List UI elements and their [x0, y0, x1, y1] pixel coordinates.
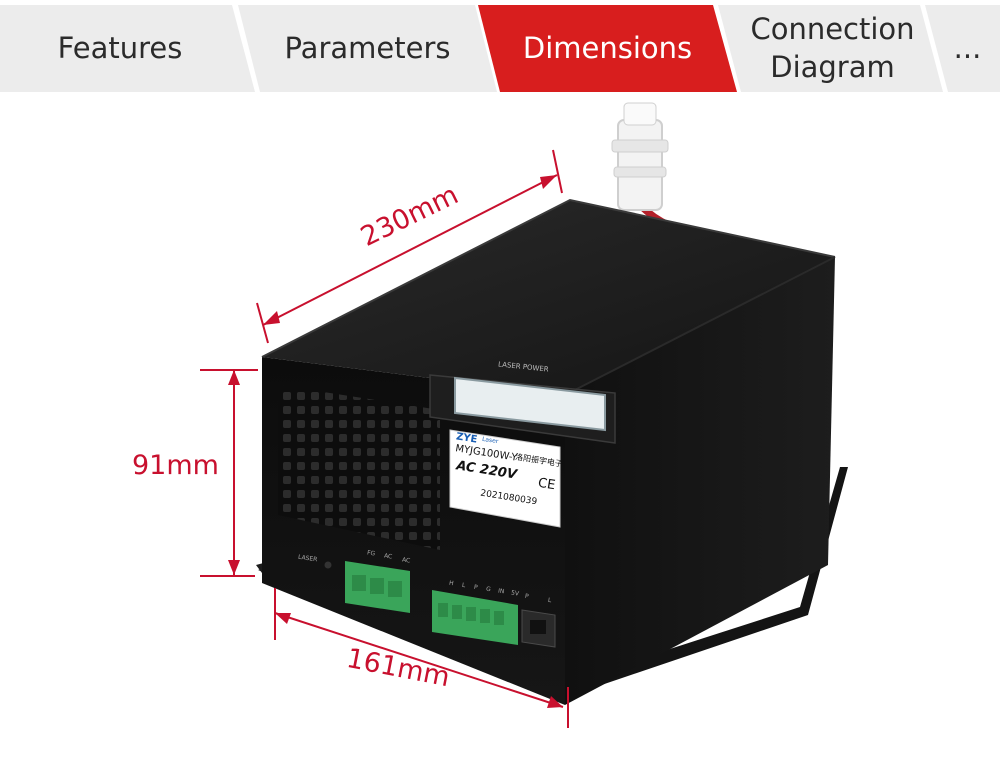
terminal-label-g: G: [485, 585, 492, 594]
tab-parameters-bg[interactable]: [238, 5, 497, 92]
port-label-p: P: [524, 592, 530, 601]
tab-dimensions-bg[interactable]: [478, 5, 737, 92]
ce-mark: CE: [536, 475, 557, 494]
dimension-lines: [200, 149, 569, 728]
terminal-label-fg: FG: [366, 549, 376, 558]
tab-connection-bg[interactable]: [718, 5, 943, 92]
power-supply-illustration: [200, 102, 848, 728]
dimension-height-label: 91mm: [132, 450, 219, 481]
tab-features-bg[interactable]: [0, 5, 255, 92]
terminal-label-in: IN: [497, 587, 505, 596]
terminal-block-signal: [432, 590, 518, 645]
tab-bar: Features Parameters Dimensions Connectio…: [0, 0, 1000, 95]
tab-features[interactable]: Features: [57, 30, 183, 65]
lcd-screen: [454, 376, 606, 432]
product-image: 230mm 91mm 161mm LASER POWER ZYE Laser M…: [0, 95, 1000, 765]
tab-more[interactable]: ...: [953, 30, 982, 65]
rj45-port: [521, 609, 556, 648]
product-label: [449, 429, 561, 528]
tab-more-bg[interactable]: [925, 5, 1000, 92]
terminal-block-ac: [345, 561, 410, 613]
terminal-label-ac2: AC: [401, 556, 411, 565]
box-top: [262, 200, 835, 395]
box-side: [565, 257, 835, 705]
tab-connection-diagram[interactable]: Connection Diagram: [750, 11, 915, 84]
terminal-label-ac1: AC: [383, 552, 393, 561]
terminal-label-h: H: [448, 579, 454, 588]
tab-dimensions[interactable]: Dimensions: [522, 30, 693, 65]
terminal-label-p: P: [473, 583, 479, 592]
tab-parameters[interactable]: Parameters: [284, 30, 451, 65]
vent-grille: [278, 385, 440, 550]
laser-led: [324, 561, 332, 569]
tab-bar-background: [0, 5, 1000, 92]
terminal-label-5v: 5V: [510, 589, 520, 598]
